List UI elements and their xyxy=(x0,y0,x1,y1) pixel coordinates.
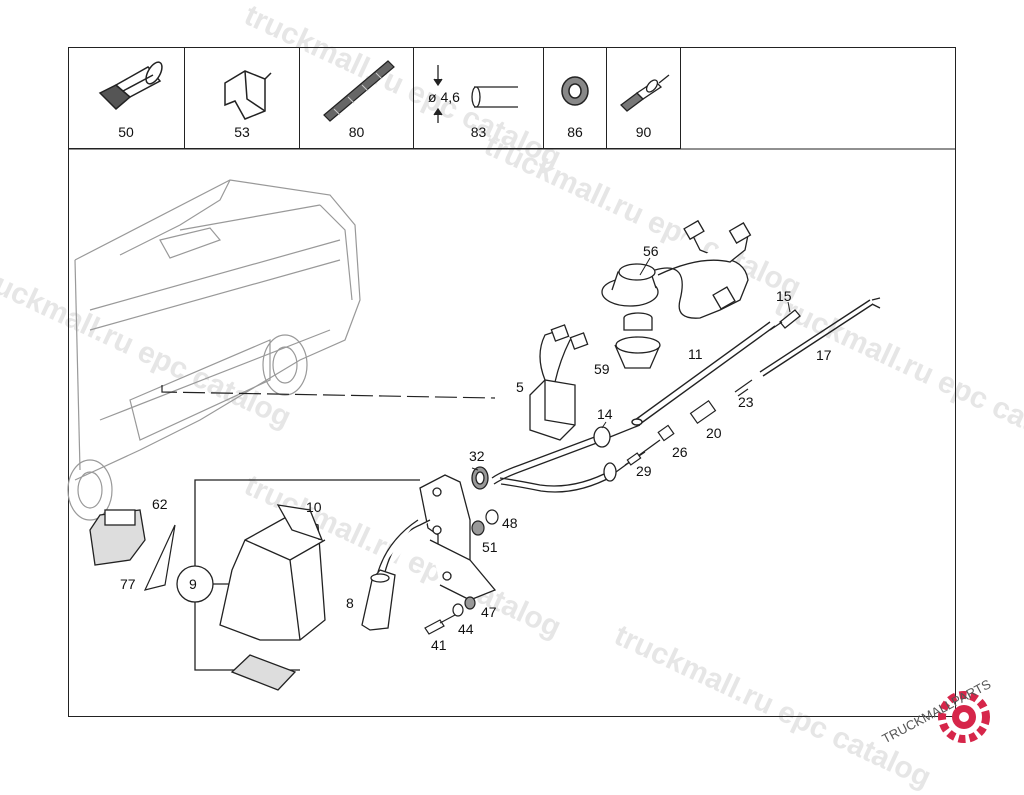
callout-23: 23 xyxy=(738,394,754,410)
corrugated-tube-icon xyxy=(323,60,395,122)
parts-strip: 50 53 80 xyxy=(68,47,681,149)
part-56 xyxy=(601,219,752,319)
callout-48: 48 xyxy=(502,515,518,531)
grommet-icon xyxy=(561,76,589,106)
part-17 xyxy=(759,297,881,377)
part-62 xyxy=(89,509,146,566)
callout-59: 59 xyxy=(594,361,610,377)
callout-8: 8 xyxy=(346,595,354,611)
part-15 xyxy=(769,309,801,331)
part-77 xyxy=(143,524,176,591)
pin-terminal-icon xyxy=(620,74,670,112)
callout-15: 15 xyxy=(776,288,792,304)
callout-26: 26 xyxy=(672,444,688,460)
logo-text: TRUCKMALLPARTS xyxy=(880,676,994,744)
part-cell-86[interactable]: 86 xyxy=(544,47,607,149)
part-8 xyxy=(361,519,431,631)
part-cell-53[interactable]: 53 xyxy=(185,47,300,149)
bracket-assembly xyxy=(419,474,497,601)
part-cell-50[interactable]: 50 xyxy=(68,47,185,149)
dimension-label: ø 4,6 xyxy=(428,89,460,105)
callout-labels: 5 8 9 10 11 14 15 17 20 23 26 29 32 41 4… xyxy=(120,243,832,653)
part-number: 80 xyxy=(348,124,365,140)
callout-56: 56 xyxy=(643,243,659,259)
plug-connector-icon xyxy=(98,61,163,111)
brand-logo: TRUCKMALLPARTS xyxy=(846,669,1016,746)
callout-51: 51 xyxy=(482,539,498,555)
callout-9: 9 xyxy=(189,576,197,592)
callout-11: 11 xyxy=(688,346,703,362)
part-number: 50 xyxy=(118,124,134,140)
callout-32: 32 xyxy=(469,448,485,464)
callout-17: 17 xyxy=(816,347,832,363)
part-9-group xyxy=(176,479,420,671)
part-32 xyxy=(471,466,489,490)
vehicle-outline xyxy=(67,179,361,521)
part-cell-80[interactable]: 80 xyxy=(300,47,414,149)
callout-5: 5 xyxy=(516,379,524,395)
callout-10: 10 xyxy=(306,499,322,515)
diagram-frame xyxy=(68,47,956,717)
cable-harness xyxy=(491,424,661,493)
gear-logo-icon: TRUCKMALLPARTS xyxy=(880,676,994,746)
bracket-clip-icon xyxy=(224,70,272,120)
floor-mat xyxy=(230,654,297,691)
fasteners xyxy=(424,509,499,635)
callout-44: 44 xyxy=(458,621,474,637)
part-number: 86 xyxy=(567,124,583,140)
callout-20: 20 xyxy=(706,425,722,441)
callout-29: 29 xyxy=(636,463,652,479)
part-cell-90[interactable]: 90 xyxy=(607,47,681,149)
callout-41: 41 xyxy=(431,637,447,653)
part-10 xyxy=(219,504,326,641)
callout-47: 47 xyxy=(481,604,497,620)
part-number: 53 xyxy=(234,124,250,140)
part-number: 83 xyxy=(470,124,487,140)
hose-section-icon: ø 4,6 xyxy=(428,65,518,123)
callout-14: 14 xyxy=(597,406,613,422)
part-59 xyxy=(614,312,661,369)
part-number: 90 xyxy=(635,124,652,140)
callout-77: 77 xyxy=(120,576,136,592)
callout-62: 62 xyxy=(152,496,168,512)
part-11 xyxy=(631,321,776,426)
small-parts xyxy=(624,379,753,466)
exploded-parts-diagram: 5 8 9 10 11 14 15 17 20 23 26 29 32 41 4… xyxy=(67,148,956,691)
part-5 xyxy=(529,324,589,441)
